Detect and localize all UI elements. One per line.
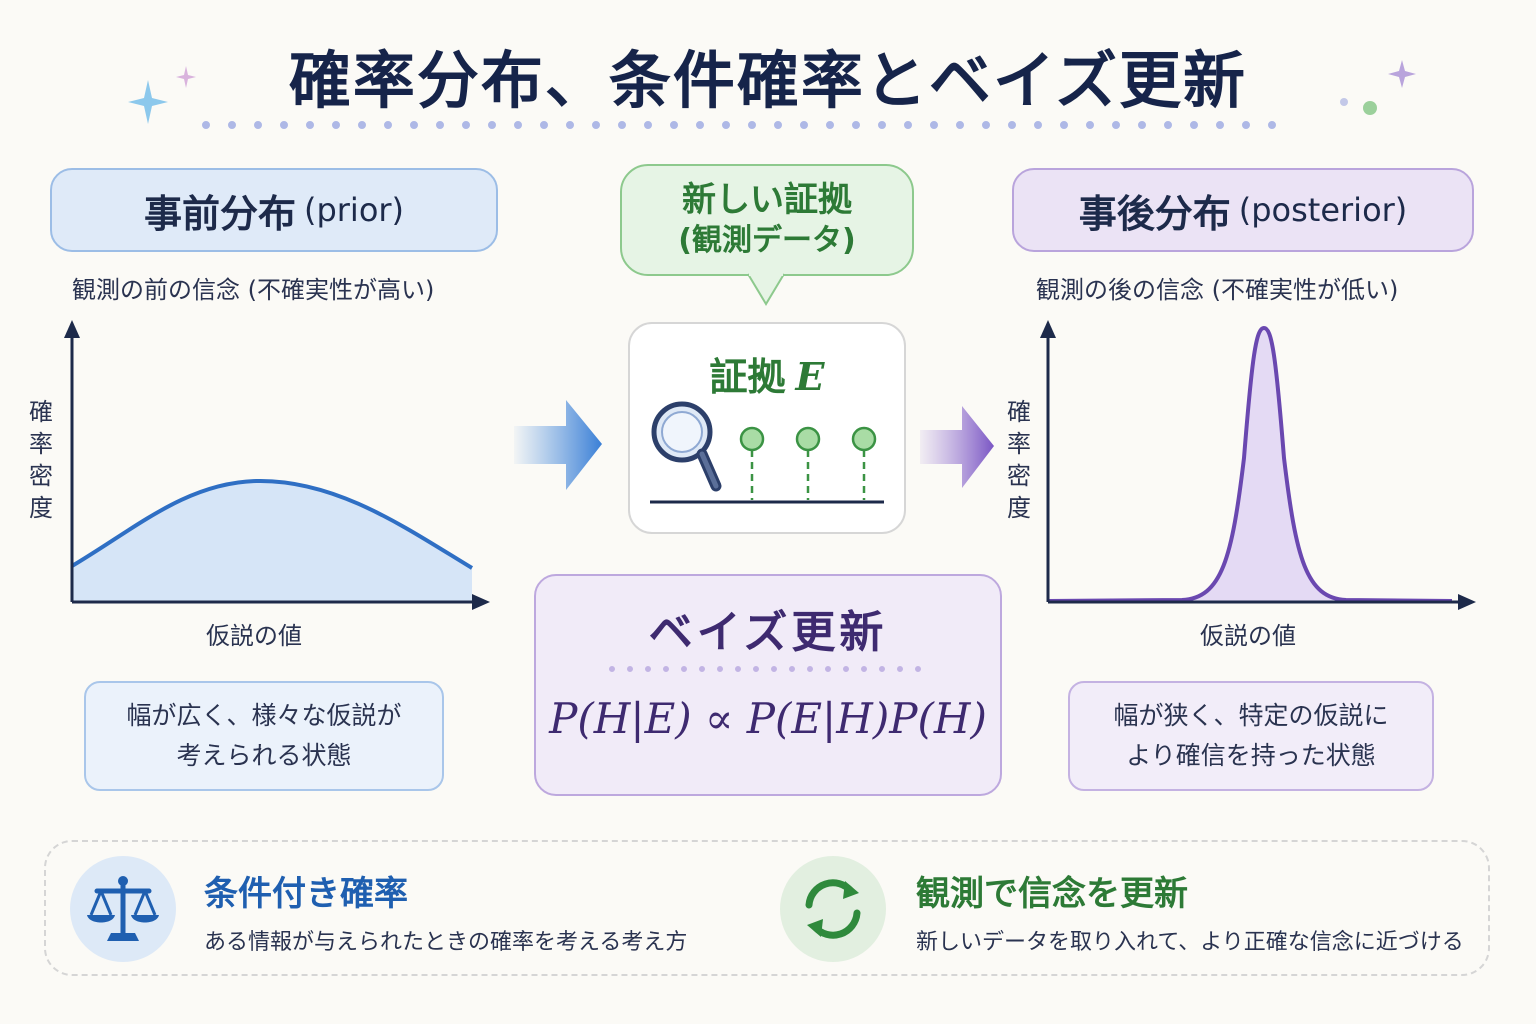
prior-distribution-plot	[64, 320, 490, 610]
balance-scale-icon	[70, 856, 176, 962]
bubble-line1: 新しい証拠	[682, 180, 852, 220]
prior-y-axis-label: 確率密度	[29, 398, 53, 522]
prior-note-line1: 幅が広く、様々な仮説が	[126, 701, 402, 730]
posterior-heading-label: 事後分布	[1078, 191, 1231, 236]
prior-heading-en: (prior)	[303, 191, 405, 229]
new-evidence-bubble: 新しい証拠 (観測データ)	[620, 164, 914, 276]
feature1-title: 条件付き確率	[204, 874, 408, 914]
bottom-summary-panel	[44, 840, 1490, 976]
sparkle-left-icon	[128, 66, 196, 124]
evidence-card-var: E	[795, 354, 825, 399]
posterior-curve	[1047, 325, 1453, 603]
title-dotted-divider	[202, 121, 1278, 129]
prior-heading: 事前分布 (prior)	[50, 168, 498, 252]
evidence-card-title-text: 証拠	[709, 355, 786, 399]
posterior-note: 幅が狭く、特定の仮説に より確信を持った状態	[1068, 681, 1434, 791]
bayes-dotted-divider	[609, 666, 927, 672]
prior-y-axis-arrow	[64, 320, 80, 338]
posterior-heading-en: (posterior)	[1238, 191, 1408, 229]
sparkle-right-icon	[1340, 60, 1416, 115]
arrow-prior-to-evidence	[514, 400, 602, 490]
posterior-x-axis-label: 仮説の値	[1200, 622, 1296, 650]
feature1-desc: ある情報が与えられたときの確率を考える考え方	[204, 930, 688, 955]
magnifier-icon	[651, 401, 722, 492]
evidence-illustration	[650, 401, 884, 504]
prior-curve-fill	[72, 480, 472, 602]
prior-subtitle: 観測の前の信念 (不確実性が高い)	[72, 276, 435, 304]
posterior-curve-fill	[1048, 328, 1452, 602]
prior-x-axis-label: 仮説の値	[206, 622, 302, 650]
posterior-x-axis-arrow	[1458, 594, 1476, 610]
posterior-note-line1: 幅が狭く、特定の仮説に	[1113, 701, 1389, 730]
bubble-pointer	[747, 272, 785, 306]
bayes-update-card: ベイズ更新 P(H|E) ∝ P(E|H)P(H)	[534, 574, 1002, 796]
posterior-y-axis-arrow	[1040, 320, 1056, 338]
refresh-cycle-icon	[780, 856, 886, 962]
posterior-subtitle: 観測の後の信念 (不確実性が低い)	[1036, 276, 1399, 304]
bayes-formula: P(H|E) ∝ P(E|H)P(H)	[549, 694, 987, 743]
bayes-title: ベイズ更新	[648, 607, 888, 658]
prior-heading-label: 事前分布	[143, 191, 296, 236]
prior-curve	[70, 478, 474, 570]
feature2-title: 観測で信念を更新	[916, 874, 1188, 914]
prior-note-line2: 考えられる状態	[176, 741, 352, 770]
prior-x-axis-arrow	[472, 594, 490, 610]
bubble-line2: (観測データ)	[678, 223, 856, 258]
posterior-heading: 事後分布 (posterior)	[1012, 168, 1474, 252]
page-title: 確率分布、条件確率とベイズ更新	[288, 44, 1248, 117]
prior-note: 幅が広く、様々な仮説が 考えられる状態	[84, 681, 444, 791]
posterior-y-axis-label: 確率密度	[1007, 398, 1031, 522]
posterior-note-line2: より確信を持った状態	[1126, 741, 1376, 770]
arrow-evidence-to-posterior	[920, 406, 994, 488]
posterior-distribution-plot	[1040, 320, 1476, 610]
feature2-desc: 新しいデータを取り入れて、より正確な信念に近づける	[916, 930, 1464, 955]
observation-points	[739, 426, 877, 500]
